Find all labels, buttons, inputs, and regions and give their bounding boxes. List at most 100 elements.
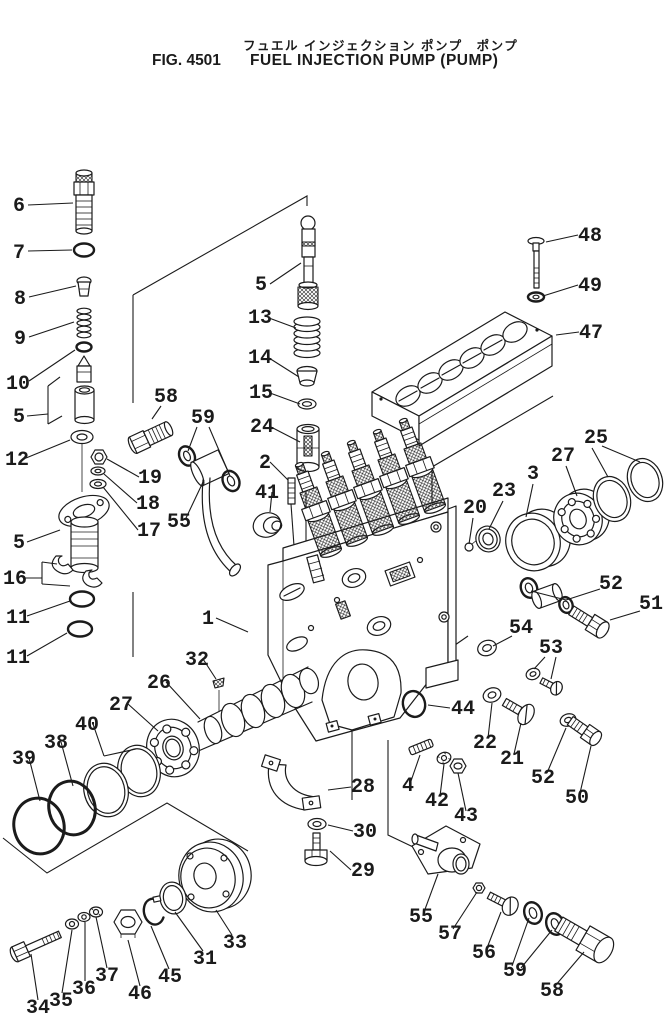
leader-line-13 [268,317,297,329]
leader-line-30 [327,824,354,832]
leader-line-15 [269,392,301,405]
figure-number: FIG. 4501 [152,52,221,69]
part-20-pin [464,539,478,552]
callout-49: 49 [578,275,602,298]
callout-15: 15 [249,382,273,405]
part-11-o-ring [68,590,96,608]
leader-line-17 [102,486,139,531]
part-52-washer-roller [519,577,574,615]
leader-line-16 [41,561,58,565]
callout-2: 2 [259,452,271,475]
callout-3: 3 [527,463,539,486]
callout-1: 1 [202,608,214,631]
part-45-lock-washer [142,895,165,926]
leader-line-11 [26,600,71,617]
callout-24: 24 [250,416,274,439]
part-13-plunger-spring [293,316,321,359]
part-22-washer [482,687,502,703]
leader-line-57 [452,891,478,930]
leader-line-40 [103,748,137,757]
callout-35: 35 [49,990,73,1013]
part-16-clips [51,555,103,588]
leader-line-25 [601,445,641,463]
part-11-o-ring [66,620,94,638]
leader-line-25 [591,447,609,478]
part-35-washer [64,918,80,930]
part-8-plug [76,276,92,297]
callout-59: 59 [191,407,215,430]
callout-52: 52 [531,767,555,790]
callout-23: 23 [492,480,516,503]
callout-33: 33 [223,932,247,955]
part-55-outlet-flange [411,825,481,875]
callout-50: 50 [565,787,589,810]
leader-line-42 [439,763,445,797]
leader-line-8 [28,285,77,298]
part-56-screw [486,891,519,916]
part-59-gasket [221,469,241,493]
callout-12: 12 [5,449,29,472]
part-19-nut [90,449,108,465]
part-36-lock-washer [77,911,91,923]
part-4-stud [408,738,434,756]
callout-16: 16 [3,568,27,591]
callout-47: 47 [579,322,603,345]
part-29-bolt [304,832,328,867]
callout-19: 19 [138,467,162,490]
callout-25: 25 [584,427,608,450]
leader-line-22 [487,702,493,739]
callout-52: 52 [599,573,623,596]
callout-36: 36 [72,978,96,1001]
part-37-washer [88,906,104,918]
leader-line-48 [545,234,579,243]
part-14-spring-seat [296,365,318,387]
callout-41: 41 [255,482,279,505]
callout-42: 42 [425,790,449,813]
callout-22: 22 [473,732,497,755]
cover-holes [379,321,539,407]
leader-line-5 [269,262,302,285]
callout-55: 55 [167,511,191,534]
callout-58: 58 [154,386,178,409]
leader-line-46 [127,939,141,987]
callout-21: 21 [500,748,524,771]
part-58-banjo-bolt [127,421,174,455]
leader-line-1 [215,617,249,633]
callout-56: 56 [472,942,496,965]
leader-line-5 [47,376,61,387]
part-12-washer [70,429,94,492]
leader-line-37 [95,916,108,969]
leader-line-52 [546,727,567,774]
part-15-shim [297,398,317,410]
leader-line-59 [208,426,231,477]
leader-line-10 [28,349,76,382]
part-10-o-ring [75,341,93,353]
part-17-washer [89,478,107,490]
callout-55: 55 [409,906,433,929]
part-32-woodruff-key [212,677,225,712]
callout-5: 5 [13,406,25,429]
part-33-coupling-flange [178,838,252,913]
part-41-plug [252,512,283,538]
callout-34: 34 [26,997,50,1016]
leader-line-40 [92,723,105,757]
callout-29: 29 [351,860,375,883]
part-38-o-ring [47,779,97,837]
part-39-o-ring [12,796,66,856]
leader-line-52 [530,590,567,601]
leader-line-4 [410,754,421,782]
tappet-pin [306,554,325,584]
callout-53: 53 [539,637,563,660]
callout-5: 5 [255,274,267,297]
leader-line-28 [327,786,352,791]
callout-9: 9 [14,328,26,351]
part-44-o-ring [401,689,427,719]
leader-line-20 [468,517,474,545]
callout-11: 11 [6,647,30,670]
part-47-tappet-cover [371,311,553,447]
callout-38: 38 [44,732,68,755]
part-18-washer [90,466,106,476]
callout-6: 6 [13,195,25,218]
leader-line-38 [60,741,74,787]
